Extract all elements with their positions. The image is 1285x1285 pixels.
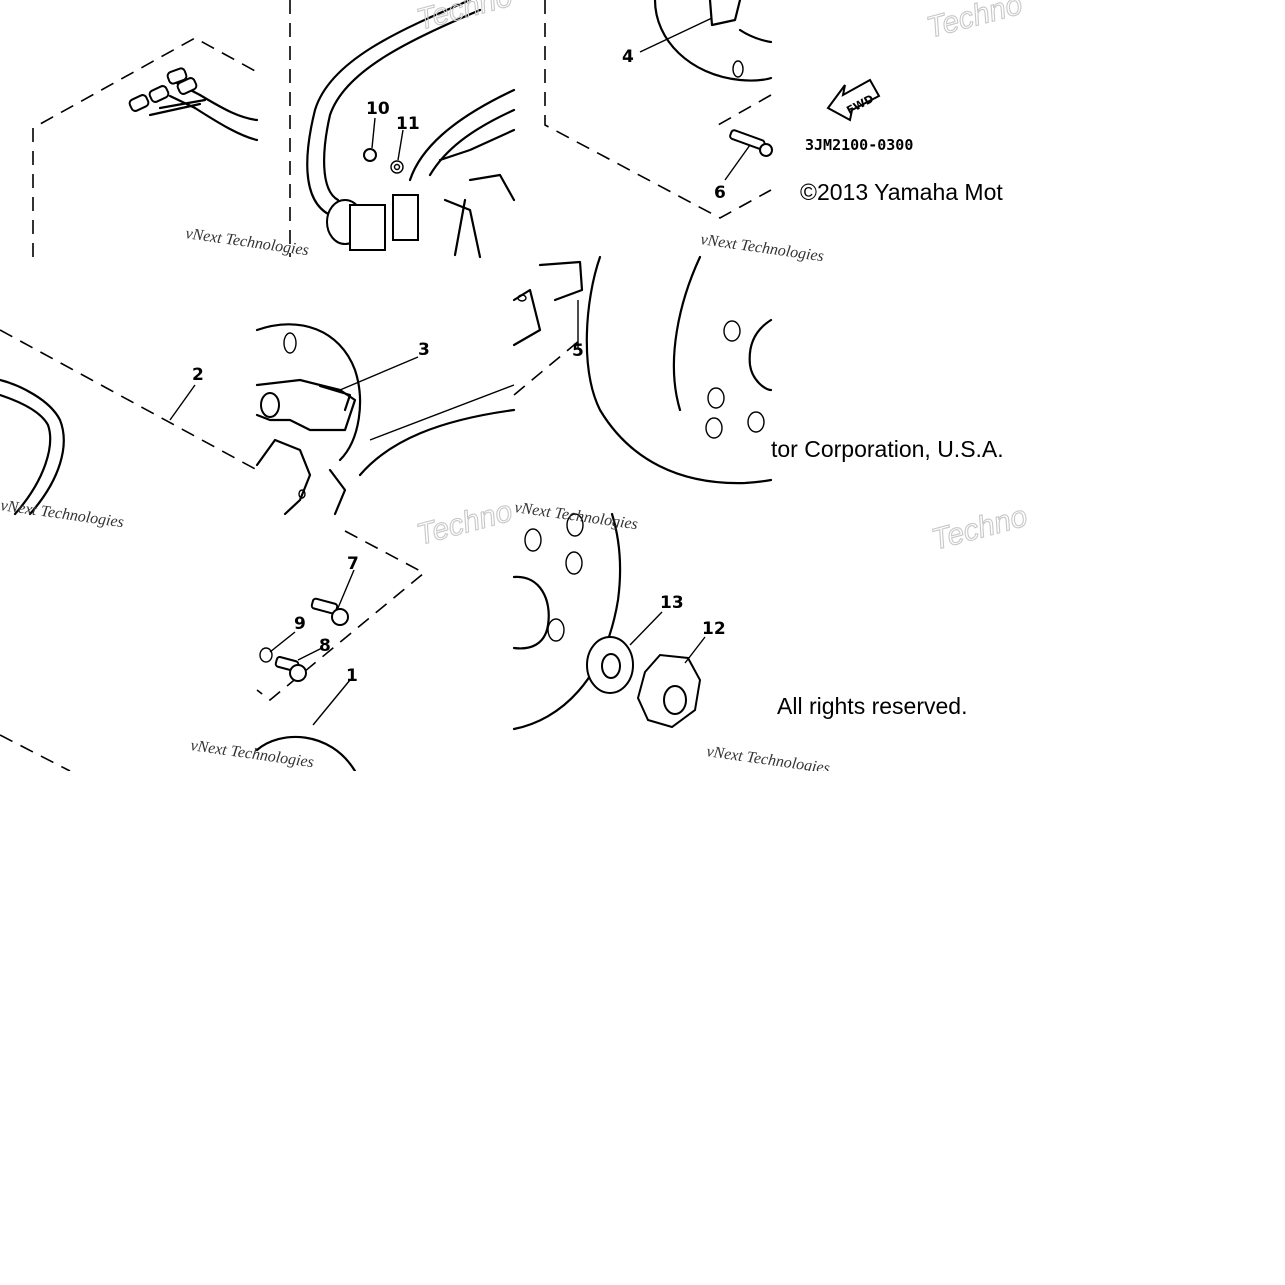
watermarks: Techno Techno Techno Techno vNext Techno… (0, 0, 1031, 777)
watermark-vnext-5: vNext Technologies (189, 737, 314, 771)
watermark-vnext-1: vNext Technologies (184, 225, 309, 259)
flywheel-drawing: 5 (512, 255, 773, 485)
copyright-line-3: All rights reserved. (777, 693, 967, 719)
callout-2: 2 (192, 365, 204, 385)
lower-left-lines (0, 734, 71, 772)
callout-11: 11 (396, 114, 420, 134)
callout-4: 4 (622, 47, 634, 67)
callout-12: 12 (702, 619, 726, 639)
watermark-techno-2: Techno (923, 0, 1026, 45)
callout-9: 9 (294, 614, 306, 634)
fwd-arrow: FWD (826, 78, 881, 122)
copyright-line-1: ©2013 Yamaha Mot (800, 179, 1003, 205)
part-code: 3JM2100-0300 (805, 136, 913, 154)
callout-5: 5 (572, 341, 584, 361)
watermark-techno-3: Techno (413, 495, 516, 552)
watermark-vnext-2: vNext Technologies (699, 231, 824, 265)
copyright-line-2: tor Corporation, U.S.A. (771, 436, 1004, 462)
callout-1: 1 (346, 666, 358, 686)
watermark-techno-4: Techno (928, 500, 1031, 557)
callout-7: 7 (347, 554, 359, 574)
stator-drawing: 3 (255, 323, 516, 516)
callout-8: 8 (319, 636, 331, 656)
nut-washer-drawing: 13 12 (512, 512, 726, 731)
watermark-vnext-4: vNext Technologies (513, 499, 638, 533)
rotor-top-drawing: 4 6 (544, 0, 773, 219)
callout-13: 13 (660, 593, 684, 613)
callout-10: 10 (366, 99, 390, 119)
wire-harness-drawing (32, 37, 259, 257)
screw-set-drawing: 7 9 8 1 (255, 530, 426, 773)
stator-cover-drawing: 10 11 (289, 0, 516, 259)
callout-3: 3 (418, 340, 430, 360)
callout-6: 6 (714, 183, 726, 203)
cover-gasket-drawing: 2 (0, 329, 258, 516)
watermark-vnext-3: vNext Technologies (0, 497, 125, 531)
watermark-techno-1: Techno (413, 0, 516, 37)
